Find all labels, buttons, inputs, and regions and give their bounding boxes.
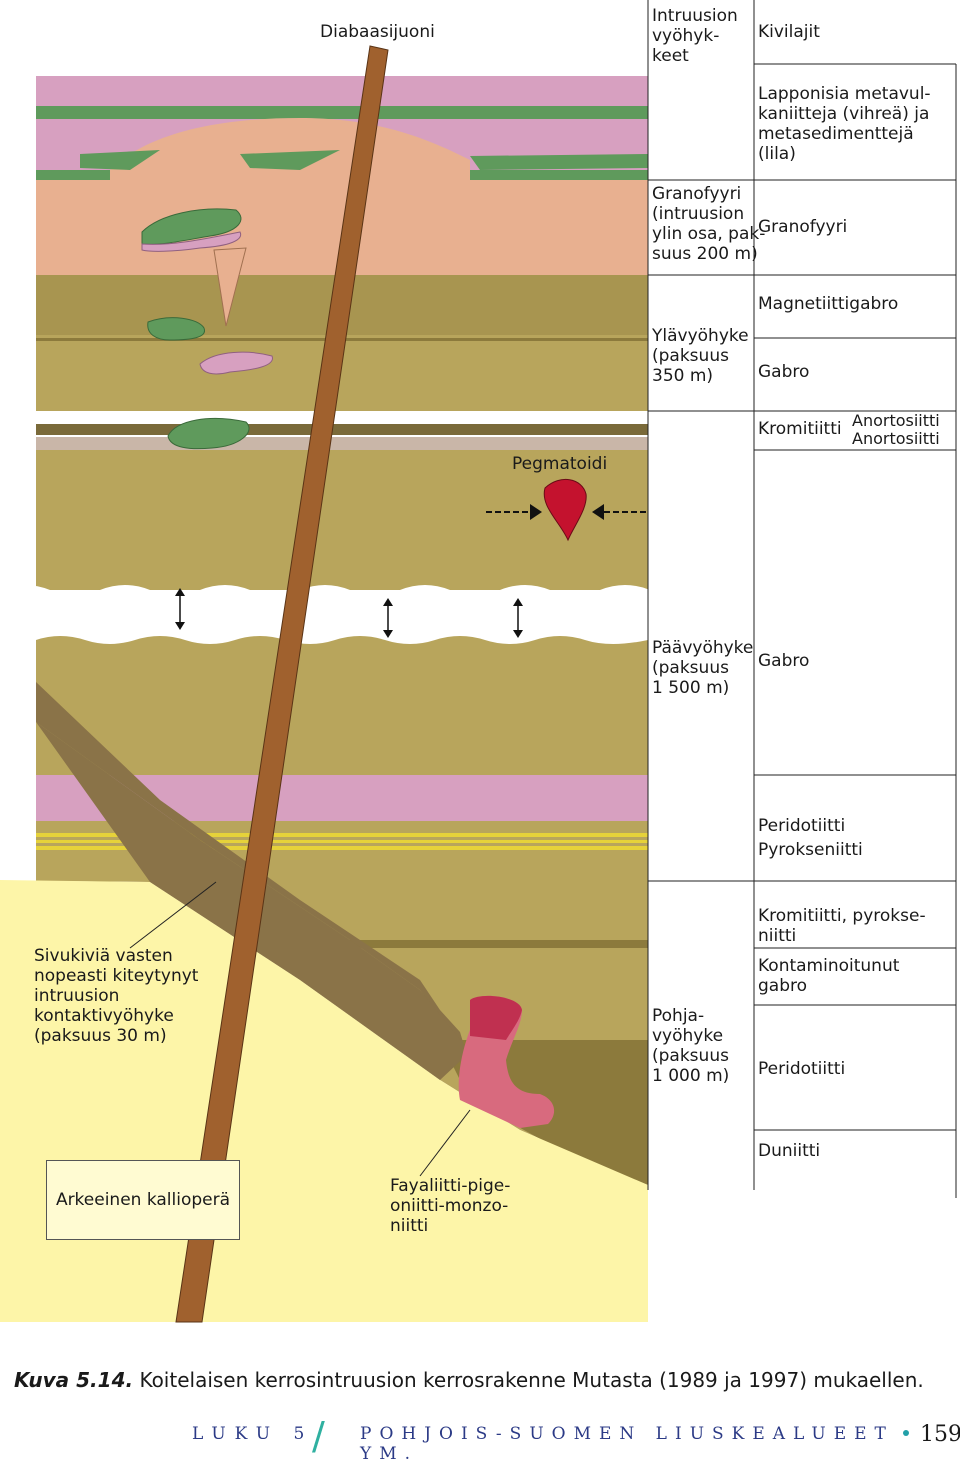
zones-header: Intruusion vyöhyk- keet bbox=[652, 6, 738, 66]
rock-peridotite-lower: Peridotiitti bbox=[758, 1059, 846, 1079]
gap-arrow-head bbox=[513, 630, 523, 638]
footer-book-title: POHJOIS-SUOMEN LIUSKEALUEET YM. bbox=[360, 1424, 894, 1464]
rocks-header: Kivilajit bbox=[758, 22, 820, 42]
granophyre-apophysis bbox=[213, 247, 247, 327]
figure-caption: Kuva 5.14. Koitelaisen kerrosintruusion … bbox=[14, 1368, 924, 1392]
pegmatoid-label: Pegmatoidi bbox=[512, 454, 608, 474]
gap-arrow-head bbox=[175, 588, 185, 596]
pyroxenite-band bbox=[36, 840, 648, 843]
basal-band-dark bbox=[300, 940, 648, 948]
archean-label: Arkeeinen kallioperä bbox=[55, 1190, 231, 1210]
chromitite-band bbox=[36, 424, 648, 435]
rock-dunite: Duniitti bbox=[758, 1141, 821, 1161]
zone-main: Päävyöhyke (paksuus 1 500 m) bbox=[652, 638, 754, 698]
rock-chromitite-pyroxenite: Kromitiitti, pyrokse- niitti bbox=[758, 906, 926, 946]
main-zone-lower bbox=[36, 636, 648, 775]
gap-arrow-head bbox=[383, 598, 393, 606]
rock-peridotite-upper: Peridotiitti bbox=[758, 816, 846, 836]
rock-magnetite-gabbro: Magnetiittigabro bbox=[758, 294, 899, 314]
main-zone-upper bbox=[36, 450, 648, 590]
green-xenolith bbox=[167, 417, 250, 450]
arrow-right-head bbox=[592, 504, 604, 520]
zone-basal: Pohja- vyöhyke (paksuus 1 000 m) bbox=[652, 1006, 730, 1086]
fayalite-label: Fayaliitti-pige- oniitti-monzo- niitti bbox=[390, 1176, 511, 1236]
contact-zone-label: Sivukiviä vasten nopeasti kiteytynyt int… bbox=[34, 946, 199, 1046]
leader-line bbox=[129, 881, 217, 949]
page-number: 159 bbox=[920, 1422, 960, 1447]
green-xenolith bbox=[147, 317, 206, 341]
pyroxenite-band bbox=[36, 833, 648, 837]
pegmatoid-pod bbox=[543, 479, 587, 542]
rock-gabbro-upper: Gabro bbox=[758, 362, 810, 382]
footer-chapter: LUKU 5 bbox=[192, 1424, 314, 1444]
green-lens bbox=[80, 150, 160, 170]
archean-label-box: Arkeeinen kallioperä bbox=[46, 1160, 240, 1240]
intrusion-cross-section bbox=[0, 0, 960, 1323]
fayalite-monzonite-top bbox=[470, 995, 522, 1040]
green-metavolcanic-band bbox=[36, 106, 648, 119]
omission-gap bbox=[0, 585, 960, 643]
green-xenolith bbox=[141, 208, 242, 245]
rock-chromitite-upper: Kromitiitti bbox=[758, 419, 842, 439]
green-lens bbox=[240, 150, 340, 170]
pyroxenite-band bbox=[36, 846, 648, 850]
diabase-dike bbox=[175, 45, 389, 1323]
dike-header: Diabaasijuoni bbox=[320, 22, 435, 42]
rock-granophyre: Granofyyri bbox=[758, 217, 848, 237]
page-footer: LUKU 5 / POHJOIS-SUOMEN LIUSKEALUEET YM.… bbox=[0, 1414, 960, 1464]
lila-xenolith bbox=[199, 351, 273, 375]
gap-arrow-head bbox=[175, 622, 185, 630]
rock-anorthosite-1: Anortosiitti bbox=[852, 411, 940, 430]
leader-line bbox=[419, 1109, 471, 1177]
rock-lapponia: Lapponisia metavul- kaniitteja (vihreä) … bbox=[758, 84, 931, 164]
figure-caption-text: Koitelaisen kerrosintruusion kerrosraken… bbox=[133, 1368, 924, 1392]
footer-slash-icon: / bbox=[312, 1414, 325, 1458]
lila-xenolith bbox=[141, 231, 242, 252]
footer-dot-icon bbox=[903, 1430, 909, 1436]
granophyre-dome bbox=[110, 118, 470, 180]
gap-arrow-head bbox=[513, 598, 523, 606]
figure-number: Kuva 5.14. bbox=[14, 1368, 134, 1392]
zone-upper: Ylävyöhyke (paksuus 350 m) bbox=[652, 326, 749, 386]
rock-pyroxenite: Pyrokseniitti bbox=[758, 840, 863, 860]
rock-anorthosite-2: Anortosiitti bbox=[852, 429, 940, 448]
zone-granophyre: Granofyyri (intruusion ylin osa, pak- su… bbox=[652, 184, 766, 264]
gap-arrow-head bbox=[383, 630, 393, 638]
anorthosite-band bbox=[36, 437, 648, 450]
arrow-left-head bbox=[530, 504, 542, 520]
rock-contaminated-gabbro: Kontaminoitunut gabro bbox=[758, 956, 900, 996]
rock-gabbro-main: Gabro bbox=[758, 651, 810, 671]
green-lens bbox=[470, 154, 648, 170]
